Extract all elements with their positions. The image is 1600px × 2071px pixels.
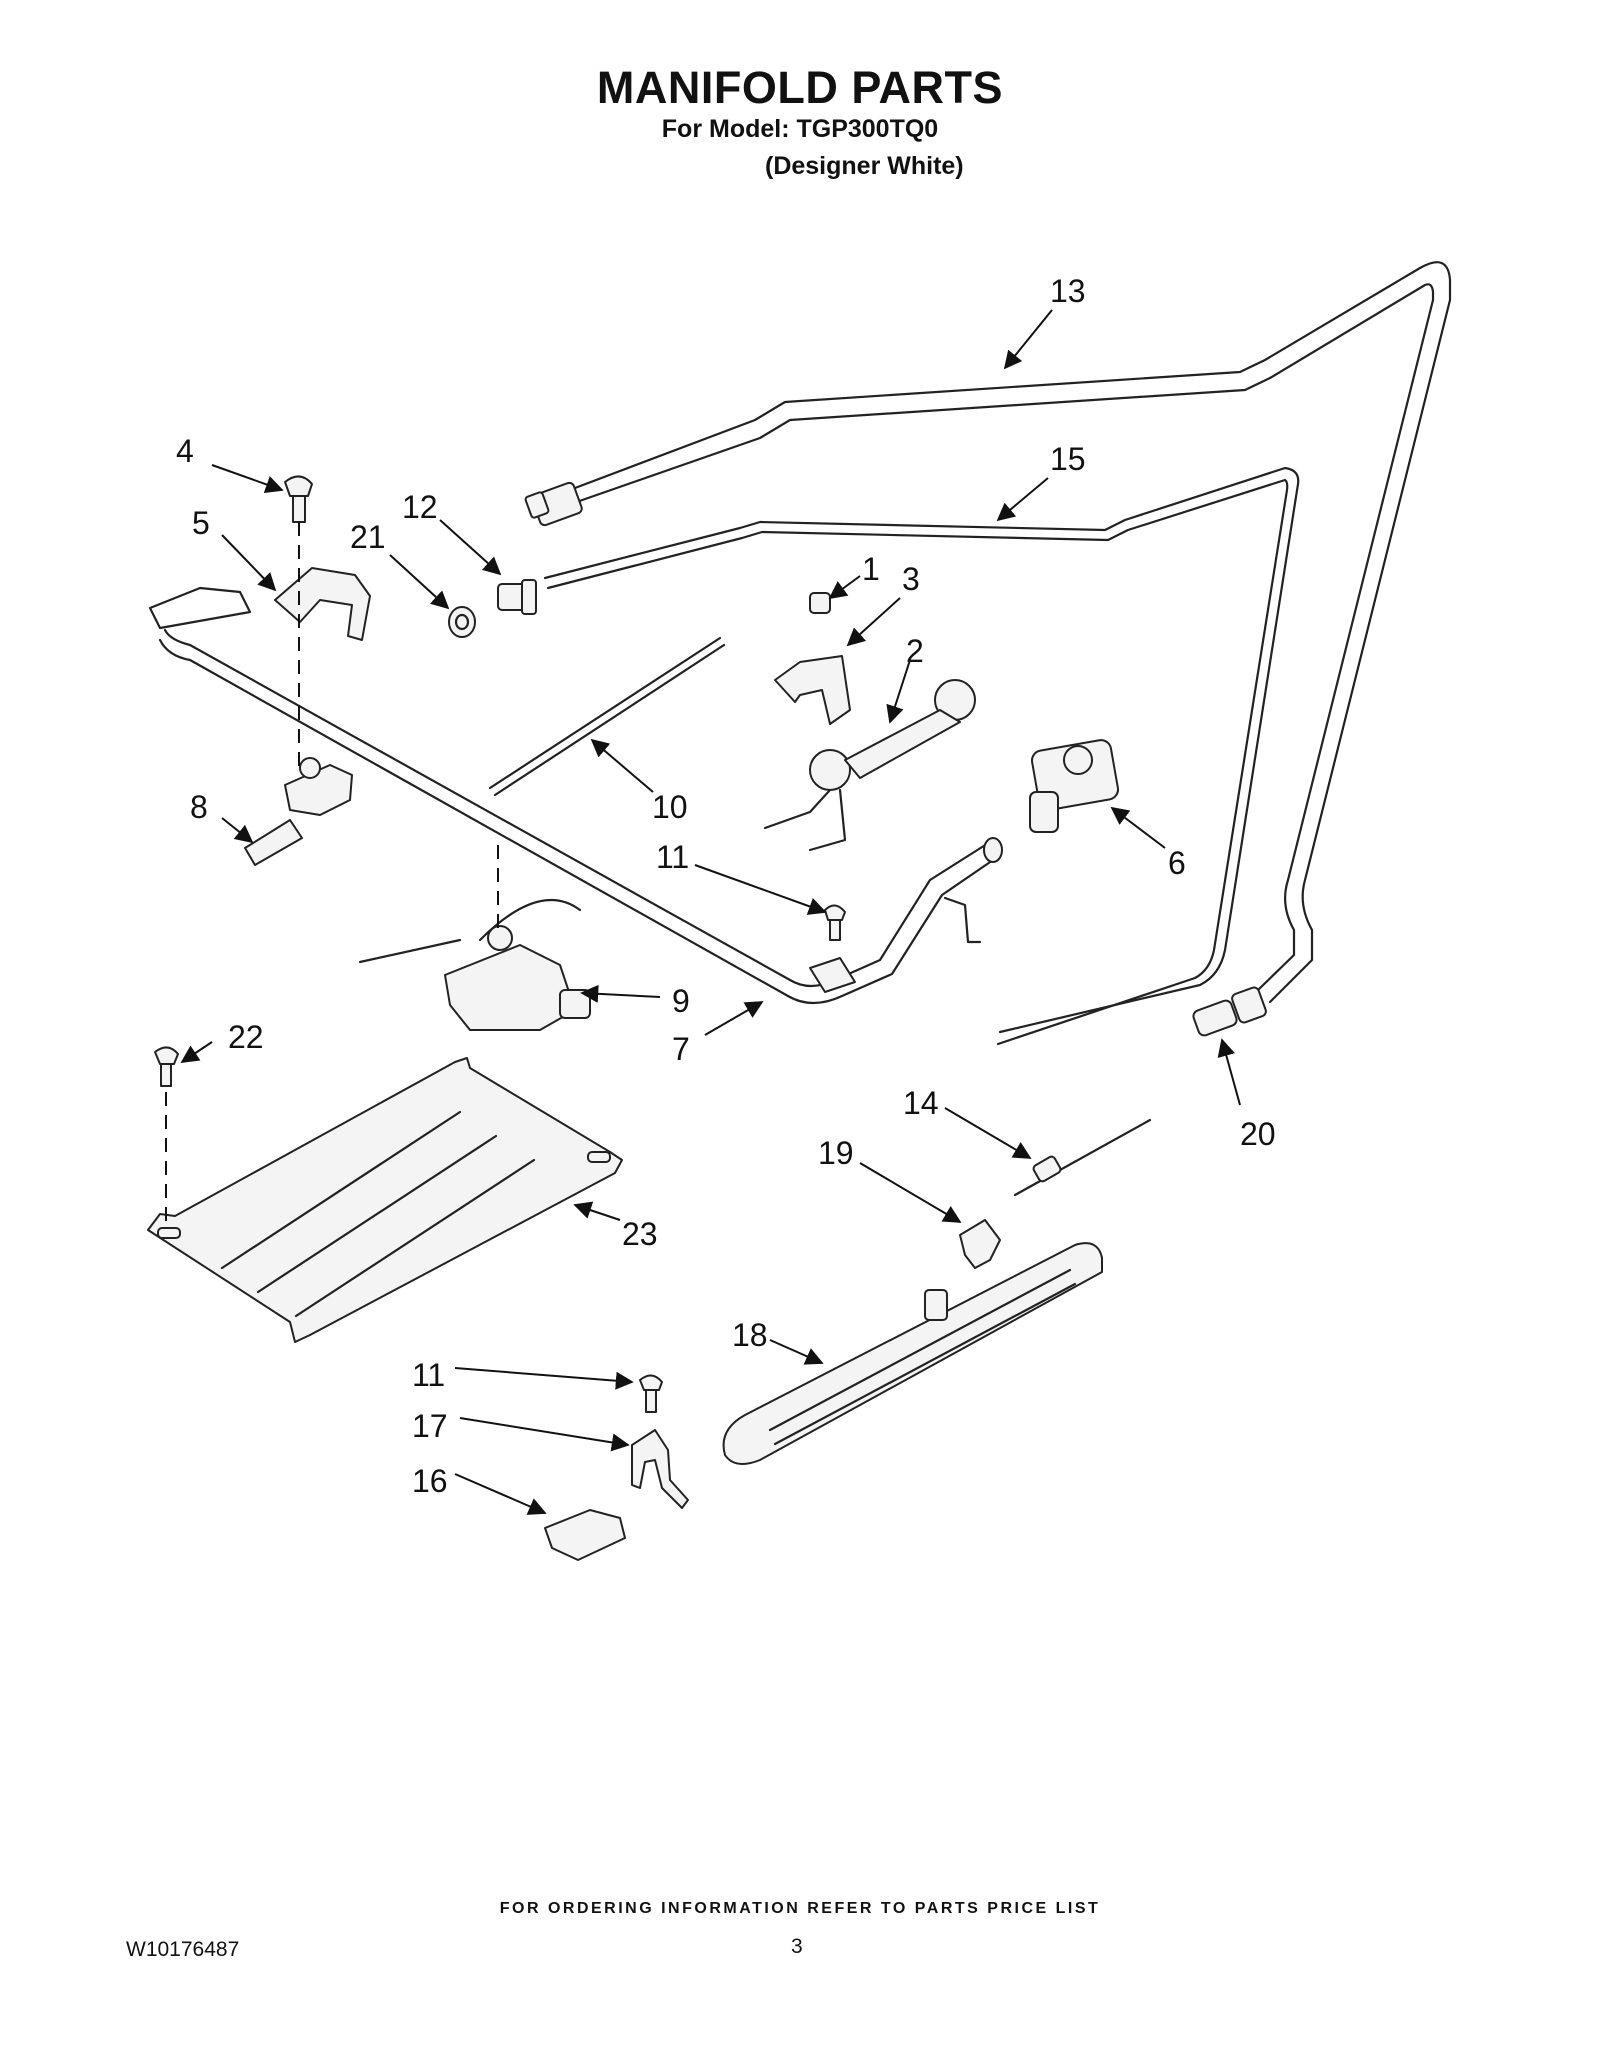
part-11-screw-upper <box>824 904 846 941</box>
callout-7: 7 <box>672 1031 690 1067</box>
callout-10: 10 <box>652 789 688 825</box>
callout-5: 5 <box>192 505 210 541</box>
part-11-screw-lower <box>639 1374 663 1413</box>
part-21-grommet <box>448 606 476 638</box>
part-19-bracket <box>959 1219 1001 1269</box>
page-title: MANIFOLD PARTS <box>596 62 1004 113</box>
callout-11-upper: 11 <box>656 839 689 875</box>
callout-18: 18 <box>732 1317 768 1353</box>
part-6-regulator <box>1029 739 1120 833</box>
part-3-bracket <box>774 655 851 725</box>
part-4-screw <box>284 475 313 523</box>
part-13-manifold-tube <box>524 261 1452 1004</box>
page-number: 3 <box>791 1935 803 1958</box>
callout-3: 3 <box>902 561 920 597</box>
callout-2: 2 <box>906 633 924 669</box>
callout-21: 21 <box>350 519 386 555</box>
part-1-clip <box>809 592 831 614</box>
part-2-burner <box>763 679 976 852</box>
part-14-thermocouple <box>1013 1118 1152 1197</box>
callout-16: 16 <box>412 1463 448 1499</box>
leader-arrows <box>180 309 1241 1515</box>
ordering-note: FOR ORDERING INFORMATION REFER TO PARTS … <box>499 1900 1101 1917</box>
callout-11-lower: 11 <box>412 1357 445 1393</box>
callout-9: 9 <box>672 983 690 1019</box>
callout-20: 20 <box>1240 1116 1276 1152</box>
part-8-valve <box>244 757 353 866</box>
part-16-clip <box>544 1509 626 1561</box>
part-17-bracket <box>631 1429 689 1509</box>
callout-15: 15 <box>1050 441 1086 477</box>
part-23-heat-shield <box>147 1057 623 1343</box>
part-7-manifold-pipe <box>148 586 1003 1005</box>
model-subtitle: For Model: TGP300TQ0 <box>661 115 939 143</box>
callout-22: 22 <box>228 1019 264 1055</box>
callout-13: 13 <box>1050 273 1086 309</box>
part-12-fitting <box>497 579 537 615</box>
part-10-rod <box>488 636 726 797</box>
callout-23: 23 <box>622 1216 658 1252</box>
callout-1: 1 <box>862 551 880 587</box>
callout-8: 8 <box>190 789 208 825</box>
callout-14: 14 <box>903 1085 939 1121</box>
model-variant: (Designer White) <box>765 152 964 180</box>
part-5-bracket <box>274 567 371 641</box>
part-18-burner <box>722 1242 1103 1465</box>
callout-19: 19 <box>818 1135 854 1171</box>
callout-12: 12 <box>402 489 438 525</box>
part-9-safety-valve <box>358 898 591 1031</box>
callout-6: 6 <box>1168 845 1186 881</box>
part-22-screw <box>154 1046 179 1087</box>
document-number: W10176487 <box>126 1938 240 1961</box>
part-15-thin-tube <box>543 466 1300 1046</box>
callout-4: 4 <box>176 433 194 469</box>
part-20-fitting <box>1192 986 1267 1037</box>
callout-17: 17 <box>412 1408 448 1444</box>
